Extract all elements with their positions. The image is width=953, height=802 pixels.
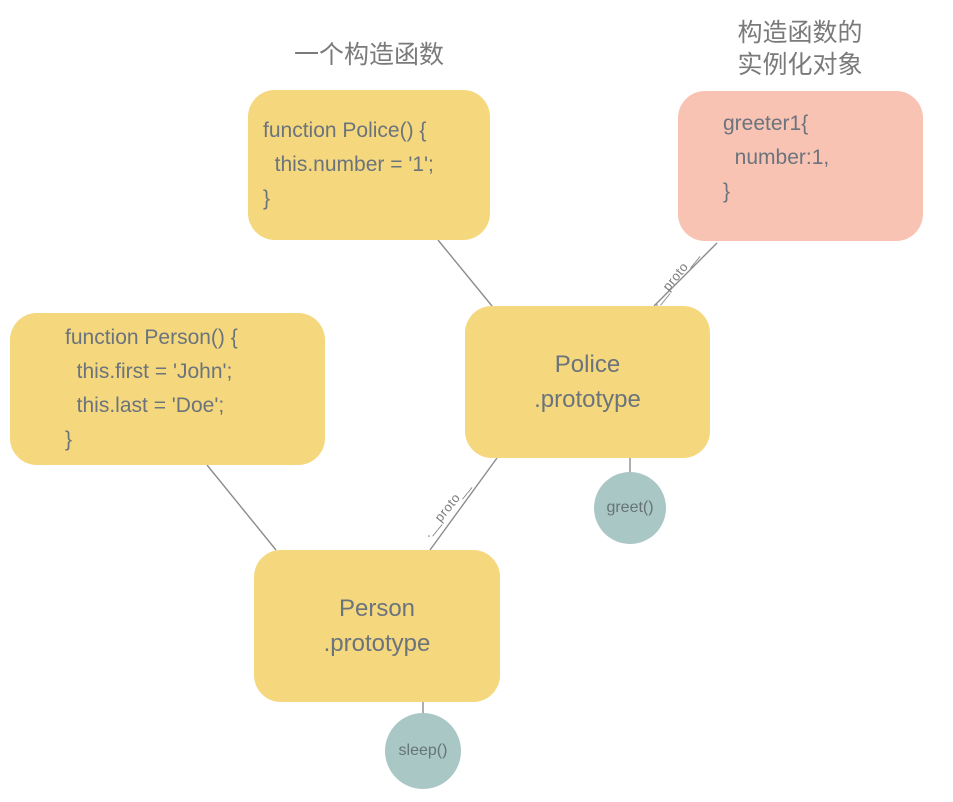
edge-greeter1-to-police-prototype <box>653 242 718 307</box>
person-prototype-label: Person .prototype <box>323 595 431 657</box>
edge-police-fn-to-police-prototype <box>437 239 493 307</box>
greeter1-instance-box: greeter1{ number:1, } <box>678 91 923 241</box>
greet-method-label: greet() <box>606 499 654 516</box>
person-function-box: function Person() { this.first = 'John';… <box>10 313 325 465</box>
person-function-code: function Person() { this.first = 'John';… <box>65 326 238 451</box>
instance-annotation: 构造函数的 实例化对象 <box>737 19 863 79</box>
police-function-box: function Police() { this.number = '1'; } <box>248 90 490 240</box>
greeter1-instance-code: greeter1{ number:1, } <box>723 112 830 203</box>
greet-method-circle: greet() <box>594 472 666 544</box>
sleep-method-circle: sleep() <box>385 713 461 789</box>
police-prototype-label: Police .prototype <box>534 351 641 413</box>
sleep-method-label: sleep() <box>398 742 448 759</box>
person-prototype-box: Person .prototype <box>254 550 500 702</box>
police-prototype-box: Police .prototype <box>465 306 710 458</box>
edge-police-prototype-to-person-prototype <box>429 457 498 551</box>
police-function-code: function Police() { this.number = '1'; } <box>263 119 434 210</box>
edge-person-fn-to-person-prototype <box>206 464 277 551</box>
constructor-annotation: 一个构造函数 <box>293 41 445 69</box>
